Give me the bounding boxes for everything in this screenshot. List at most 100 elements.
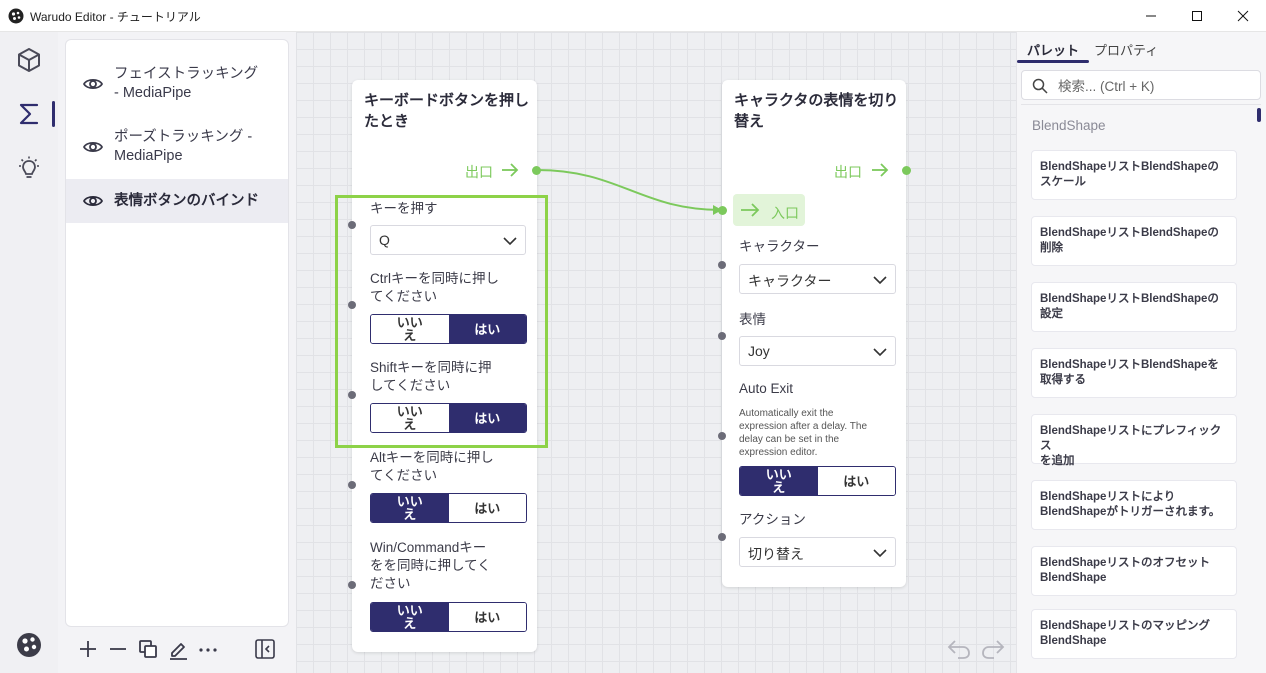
- flow-out-label: 出口: [465, 164, 493, 180]
- palette-item-text: BlendShapeリストBlendShapeの: [1040, 227, 1219, 239]
- palette-item[interactable]: BlendShapeリストBlendShapeのスケール: [1031, 150, 1237, 200]
- input-port[interactable]: [348, 481, 356, 489]
- toggle-yes[interactable]: はい: [448, 603, 526, 631]
- ctrl-toggle[interactable]: いいえ はい: [370, 314, 527, 344]
- palette-item-text: BlendShapeがトリガーされます。: [1040, 506, 1221, 518]
- flow-in-port[interactable]: 入口: [733, 194, 805, 226]
- input-port[interactable]: [348, 301, 356, 309]
- palette-search[interactable]: [1021, 70, 1261, 100]
- character-select[interactable]: キャラクター: [739, 264, 896, 294]
- blueprint-item-face-tracking[interactable]: フェイストラッキング- MediaPipe: [66, 64, 288, 104]
- expression-select[interactable]: Joy: [739, 336, 896, 366]
- toggle-no[interactable]: いいえ: [740, 467, 818, 495]
- input-port[interactable]: [718, 432, 726, 440]
- expression-label: 表情: [739, 312, 766, 327]
- activity-app-logo[interactable]: [0, 620, 58, 670]
- palette-item-text: BlendShapeリストBlendShapeを: [1040, 359, 1219, 371]
- close-icon: [1237, 10, 1249, 22]
- palette-item-text: BlendShape: [1040, 572, 1107, 584]
- duplicate-blueprint-button[interactable]: [135, 634, 161, 664]
- flow-in-dot: [718, 206, 727, 215]
- auto-exit-desc: expression after a delay. The: [739, 421, 868, 432]
- toggle-no-text: いい: [396, 603, 423, 618]
- remove-blueprint-button[interactable]: [105, 634, 131, 664]
- auto-exit-desc: expression editor.: [739, 447, 818, 458]
- rename-blueprint-button[interactable]: [165, 634, 191, 664]
- shift-toggle[interactable]: いいえ はい: [370, 403, 527, 433]
- activity-scene[interactable]: [0, 35, 58, 85]
- alt-toggle[interactable]: いいえ はい: [370, 493, 527, 523]
- ctrl-label: てください: [370, 289, 438, 304]
- minimize-button[interactable]: [1128, 0, 1174, 32]
- warudo-logo-icon: [8, 8, 24, 24]
- auto-exit-toggle[interactable]: いいえ はい: [739, 466, 896, 496]
- node-keypress[interactable]: キーボードボタンを押し たとき 出口 キーを押す Q Ctrlキーを同時に押し …: [348, 80, 541, 652]
- input-port[interactable]: [348, 581, 356, 589]
- palette-panel: パレット プロパティ BlendShape BlendShapeリストBlend…: [1016, 32, 1266, 673]
- title-bar: Warudo Editor - チュートリアル: [0, 0, 1266, 32]
- input-port[interactable]: [718, 533, 726, 541]
- shift-label: Shiftキーを同時に押: [370, 360, 492, 375]
- auto-exit-desc: delay can be set in the: [739, 434, 840, 445]
- input-port[interactable]: [348, 221, 356, 229]
- add-blueprint-button[interactable]: [75, 634, 101, 664]
- palette-item[interactable]: BlendShapeリストにプレフィックスを追加: [1031, 414, 1237, 467]
- active-indicator: [52, 101, 55, 127]
- node-expression-switch[interactable]: キャラクタの表情を切り 替え 出口 キャラクター キャラクター 表情 Joy A…: [718, 80, 911, 587]
- node-title: キーボードボタンを押し: [364, 92, 530, 109]
- redo-button[interactable]: [980, 637, 1006, 659]
- close-button[interactable]: [1220, 0, 1266, 32]
- cube-icon: [18, 48, 40, 72]
- toggle-no-text: え: [403, 616, 417, 631]
- scrollbar-thumb[interactable]: [1257, 108, 1261, 122]
- flow-out-port[interactable]: [532, 166, 541, 175]
- shift-label: してください: [370, 378, 451, 393]
- blueprint-item-pose-tracking[interactable]: ポーズトラッキング -MediaPipe: [66, 127, 288, 167]
- auto-exit-label: Auto Exit: [739, 381, 794, 396]
- flow-out-port[interactable]: [902, 166, 911, 175]
- blueprint-label: ポーズトラッキング -: [114, 129, 253, 145]
- input-port[interactable]: [718, 261, 726, 269]
- palette-category: BlendShape: [1032, 118, 1106, 133]
- toggle-yes[interactable]: はい: [817, 467, 895, 495]
- palette-item[interactable]: BlendShapeリストBlendShapeの設定: [1031, 282, 1237, 332]
- maximize-icon: [1192, 11, 1202, 21]
- toggle-no[interactable]: いいえ: [371, 603, 449, 631]
- character-value: キャラクター: [748, 273, 832, 289]
- maximize-button[interactable]: [1174, 0, 1220, 32]
- palette-item[interactable]: BlendShapeリストBlendShapeを取得する: [1031, 348, 1237, 398]
- eye-icon: [82, 195, 104, 207]
- input-port[interactable]: [348, 391, 356, 399]
- blueprint-item-expression-binding[interactable]: 表情ボタンのバインド: [66, 179, 288, 223]
- activity-blueprints[interactable]: [0, 89, 58, 139]
- toggle-panel-button[interactable]: [252, 634, 278, 664]
- toggle-no[interactable]: いいえ: [371, 404, 449, 432]
- eye-icon: [82, 78, 104, 90]
- toggle-no[interactable]: いいえ: [371, 494, 449, 522]
- more-icon: [199, 648, 217, 652]
- more-options-button[interactable]: [195, 634, 221, 664]
- toggle-yes[interactable]: はい: [448, 404, 526, 432]
- palette-item[interactable]: BlendShapeリストBlendShapeの削除: [1031, 216, 1237, 266]
- minimize-icon: [1146, 15, 1156, 17]
- search-input[interactable]: [1058, 76, 1254, 96]
- toggle-yes[interactable]: はい: [448, 315, 526, 343]
- key-select[interactable]: Q: [370, 225, 526, 255]
- toggle-no-text: いい: [765, 467, 792, 482]
- undo-button[interactable]: [946, 637, 972, 659]
- blueprint-label: - MediaPipe: [114, 85, 192, 101]
- input-port[interactable]: [718, 332, 726, 340]
- win-toggle[interactable]: いいえ はい: [370, 602, 527, 632]
- toggle-no[interactable]: いいえ: [371, 315, 449, 343]
- activity-plugins[interactable]: [0, 144, 58, 194]
- arrow-right-icon: [502, 163, 519, 177]
- palette-item-text: 取得する: [1040, 374, 1086, 386]
- tab-palette[interactable]: パレット: [1027, 43, 1080, 58]
- toggle-yes[interactable]: はい: [448, 494, 526, 522]
- action-select[interactable]: 切り替え: [739, 537, 896, 567]
- tab-properties[interactable]: プロパティ: [1094, 43, 1159, 58]
- alt-label: Altキーを同時に押し: [370, 450, 494, 465]
